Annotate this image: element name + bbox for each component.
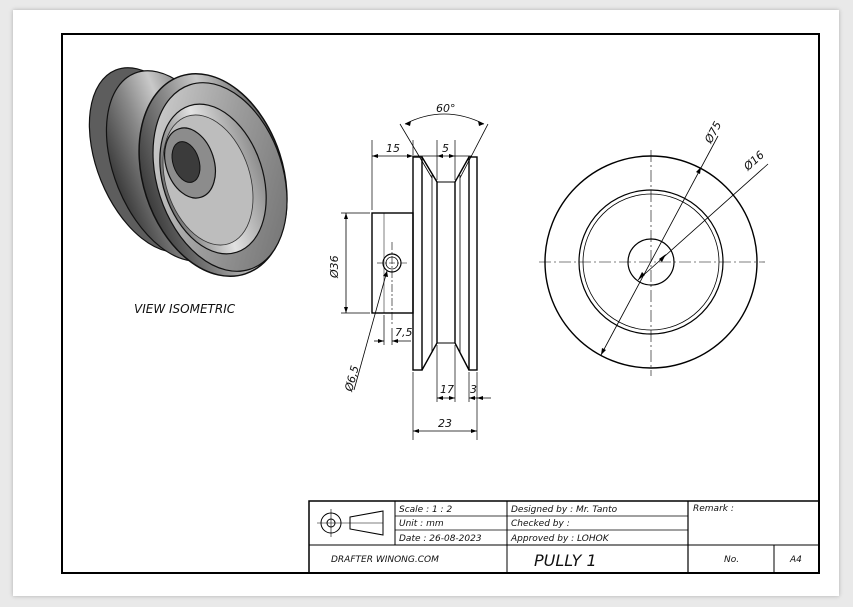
dim-23: 23 (438, 417, 452, 430)
dim-angle: 60° (436, 102, 456, 115)
approved-by-text: Approved by : LOHOK (510, 534, 610, 544)
title-block (308, 500, 820, 574)
dim-dia6-5: Ø6,5 (342, 364, 362, 394)
designed-by-text: Designed by : Mr. Tanto (511, 505, 618, 515)
dim-dia16: Ø16 (741, 148, 767, 173)
dim-dia36: Ø36 (328, 255, 341, 279)
left-flange (412, 156, 423, 371)
unit-text: Unit : mm (399, 519, 444, 529)
date-text: Date : 26-08-2023 (399, 534, 482, 544)
technical-drawing: VIEW ISOMETRIC (61, 33, 820, 574)
isometric-view-label: VIEW ISOMETRIC (134, 302, 236, 316)
dim-7-5: 7,5 (395, 326, 413, 339)
front-view (539, 135, 769, 376)
dim-17: 17 (440, 383, 454, 396)
drafter-text: DRAFTER WINONG.COM (331, 555, 439, 565)
front-view-arrows (601, 167, 701, 355)
drawing-sheet: VIEW ISOMETRIC (13, 10, 839, 596)
checked-by-text: Checked by : (511, 519, 570, 529)
dim-3: 3 (470, 383, 477, 396)
right-flange (468, 156, 478, 371)
number-label: No. (724, 555, 739, 565)
side-view (341, 113, 491, 440)
drawing-title: PULLY 1 (534, 551, 597, 570)
isometric-view: VIEW ISOMETRIC (88, 67, 288, 316)
paper-size: A4 (789, 555, 802, 565)
remark-text: Remark : (693, 504, 734, 514)
scale-text: Scale : 1 : 2 (399, 505, 452, 515)
dim-5: 5 (442, 142, 449, 155)
dim-dia75: Ø75 (702, 119, 725, 146)
dim-15: 15 (386, 142, 400, 155)
